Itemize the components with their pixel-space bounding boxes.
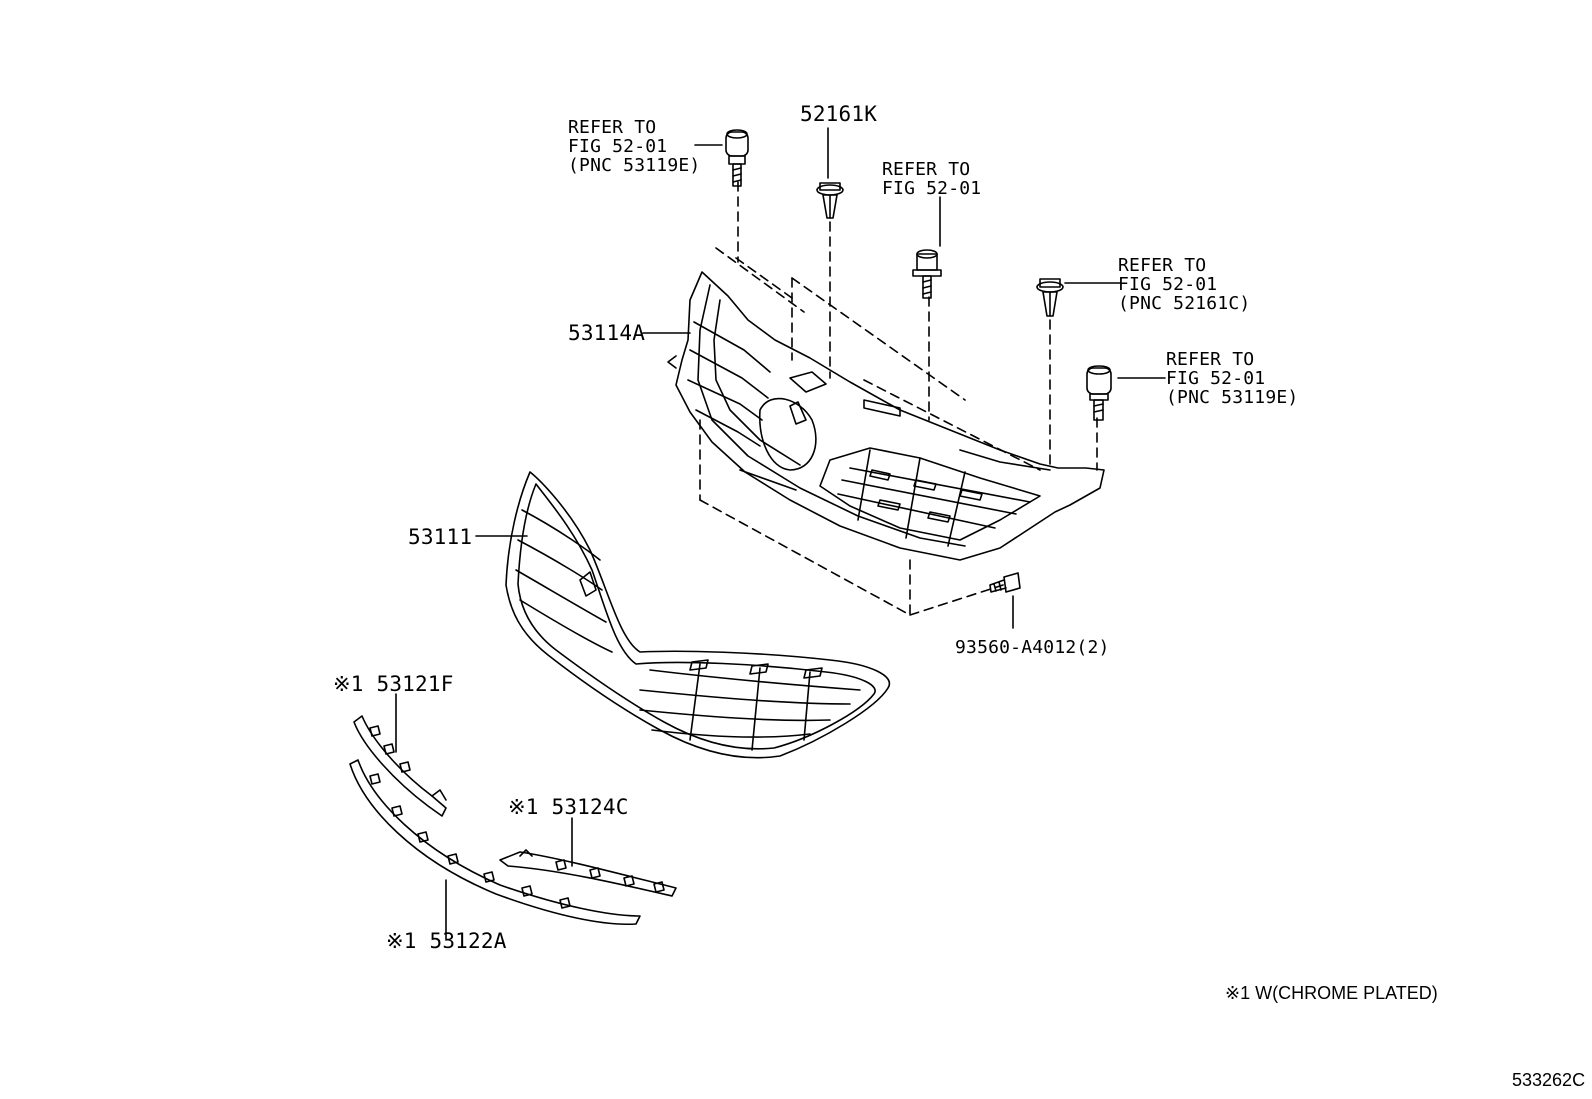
radiator-grille-part [505,471,891,759]
screw-icon [989,572,1021,593]
callout-line: FIG 52-01 [568,136,668,157]
part-number-53122A: ※1 53122A [386,929,507,953]
bolt-icon [912,249,942,299]
refer-callout-clip-right: REFER TO FIG 52-01 (PNC 52161C) [1118,256,1250,313]
callout-line: (PNC 53119E) [1166,387,1299,408]
callout-line: REFER TO [882,159,971,180]
clip-icon [816,182,844,219]
assembly-lines [699,181,1098,616]
refer-callout-bolt-top-left: REFER TO FIG 52-01 (PNC 53119E) [568,118,700,175]
callout-line: FIG 52-01 [1118,274,1218,295]
leader-lines [395,127,1166,941]
part-number-53121F: ※1 53121F [333,672,454,696]
part-number-53114A: 53114A [568,321,646,345]
grille-support-part [667,271,1105,561]
callout-line: (PNC 52161C) [1118,293,1251,314]
clip-icon [1036,278,1064,317]
upper-moulding-part [353,715,447,817]
callout-line: FIG 52-01 [1166,368,1266,389]
callout-line: REFER TO [1166,349,1255,370]
lower-moulding-part [349,759,641,926]
part-number-53124C: ※1 53124C [508,795,629,819]
part-number-53111: 53111 [408,525,473,549]
center-moulding-part [499,849,677,897]
callout-line: REFER TO [568,117,657,138]
bolt-icon [1086,365,1112,421]
chrome-plated-footnote: ※1 W(CHROME PLATED) [1225,983,1438,1003]
refer-callout-bolt-center: REFER TO FIG 52-01 [882,160,981,198]
callout-line: FIG 52-01 [882,178,982,199]
part-number-52161K: 52161K [800,102,878,126]
refer-callout-bolt-right: REFER TO FIG 52-01 (PNC 53119E) [1166,350,1298,407]
figure-code: 533262C [1512,1070,1586,1090]
callout-line: REFER TO [1118,255,1207,276]
bolt-icon [725,129,749,187]
part-number-93560-A4012: 93560-A4012(2) [955,637,1110,658]
callout-line: (PNC 53119E) [568,155,701,176]
